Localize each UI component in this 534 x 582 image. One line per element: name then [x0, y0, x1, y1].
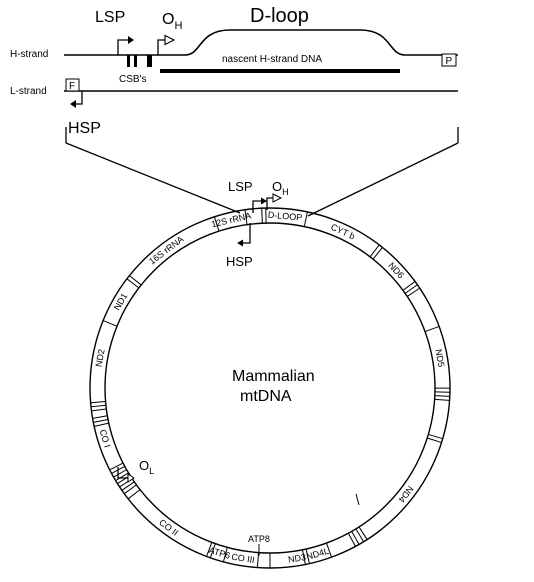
gene-label-nd2: ND2: [94, 348, 107, 367]
gene-boundary-4-2: [406, 287, 421, 297]
zoom-bracket: [65, 127, 459, 217]
gene-boundary-20-2: [90, 401, 106, 404]
gene-boundary-15-1: [206, 542, 213, 557]
f-box-label: F: [69, 81, 75, 92]
hsp-arrow-top-icon: [70, 91, 83, 108]
oh-arrow-top-icon: [157, 34, 176, 55]
oh-arrow-circle-icon: [266, 193, 283, 210]
gene-label-nd6: ND6: [386, 260, 406, 280]
f-box: [65, 78, 80, 92]
linear-map: D-loop LSP OH H-strand L-strand nascent …: [10, 5, 459, 217]
gene-boundary-17-1: [121, 481, 135, 491]
gene-boundary-1-0: [261, 208, 263, 224]
nascent-label: nascent H-strand DNA: [222, 54, 322, 65]
gene-boundary-2-0: [303, 211, 308, 227]
csb-blocks: [127, 55, 152, 67]
gene-boundary-0-0: [244, 209, 248, 225]
gene-label-co2: CO II: [157, 517, 180, 537]
gene-boundary-11-0: [305, 548, 310, 564]
gene-boundary-3-0: [369, 244, 380, 258]
gene-boundary-18-1: [113, 469, 127, 478]
gene-boundary-8-1: [355, 528, 365, 542]
gene-boundary-9-1: [347, 532, 356, 547]
hsp-label-top: HSP: [68, 120, 101, 137]
lsp-arrow-circle-icon: [252, 197, 267, 213]
lsp-arrow-top-icon: [117, 36, 134, 55]
h-strand-label: H-strand: [10, 49, 48, 60]
h-strand-line: [64, 29, 458, 56]
p-box-label: P: [446, 56, 453, 67]
gene-label-nd3: ND3: [287, 552, 306, 565]
gene-label-nd5: ND5: [433, 348, 446, 367]
center-label-line2: mtDNA: [240, 388, 292, 405]
oh-label-circle: OH: [272, 179, 289, 197]
gene-boundary-10-0: [325, 542, 333, 558]
gene-label-cyt-b: CYT b: [329, 222, 356, 242]
gene-label-nd4: ND4: [396, 484, 415, 504]
lsp-label-circle: LSP: [228, 179, 253, 194]
hsp-label-circle: HSP: [226, 254, 253, 269]
gene-boundary-5-0: [424, 325, 440, 333]
gene-boundary-18-3: [109, 462, 124, 471]
gene-boundary-13-0: [256, 552, 259, 568]
p-box: [441, 53, 457, 67]
dloop-title: D-loop: [250, 5, 309, 27]
gene-label-d-loop: D-LOOP: [267, 210, 302, 223]
gene-boundary-4-0: [402, 281, 416, 291]
gene-boundary-16-0: [127, 489, 141, 500]
csb-label: CSB's: [119, 74, 146, 85]
gene-boundary-22-0: [126, 278, 140, 289]
gene-boundary-20-1: [90, 404, 106, 408]
gene-label-nd1: ND1: [112, 291, 130, 312]
gene-boundary-23-0: [213, 216, 220, 232]
gene-boundary-15-0: [209, 543, 216, 558]
nascent-h-strand-bar: [160, 69, 400, 73]
gene-boundary-4-1: [404, 284, 418, 294]
ol-label: OL: [139, 458, 154, 476]
gene-label-rrna12s: 12S rRNA: [210, 210, 252, 229]
nd4l-tick: [355, 493, 360, 506]
gene-boundary-7-0: [428, 433, 443, 440]
gene-boundary-11-1: [301, 549, 306, 565]
gene-boundary-9-0: [351, 531, 360, 545]
gene-boundary-19-1: [93, 418, 109, 423]
gene-boundary-18-0: [115, 472, 129, 482]
ol-arrow-icon: [117, 467, 135, 483]
gene-boundary-17-0: [123, 484, 137, 495]
lsp-label-top: LSP: [95, 9, 125, 26]
hsp-arrow-circle-icon: [237, 223, 251, 247]
gene-boundary-21-0: [102, 320, 118, 327]
oh-label-top: OH: [162, 11, 182, 32]
gene-boundary-3-1: [372, 247, 383, 260]
gene-boundary-8-0: [358, 526, 368, 540]
gene-boundary-22-1: [129, 275, 142, 286]
gene-boundaries: [90, 208, 451, 568]
gene-boundary-6-2: [434, 395, 450, 397]
gene-boundary-19-2: [92, 415, 108, 419]
gene-boundary-6-3: [434, 398, 450, 401]
center-label-line1: Mammalian: [232, 368, 315, 385]
gene-boundary-7-1: [427, 437, 442, 444]
gene-boundary-14-0: [222, 547, 228, 562]
gene-label-atp8: ATP8: [248, 534, 270, 544]
gene-boundary-20-0: [91, 408, 107, 412]
gene-label-co3: CO III: [231, 552, 256, 566]
l-strand-label: L-strand: [10, 86, 47, 97]
gene-boundary-19-0: [94, 422, 109, 427]
